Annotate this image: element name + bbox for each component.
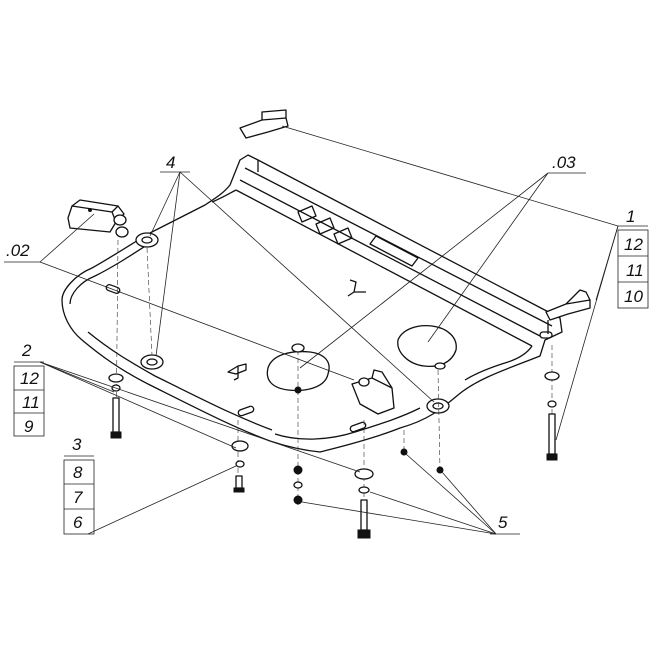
callout-3: 3 8 7 6: [63, 435, 95, 535]
callout-02-label: .02: [6, 241, 30, 260]
callout-03-label: .03: [552, 153, 576, 172]
bracket-top: [239, 109, 289, 139]
bracket-right: [545, 289, 591, 321]
callout-1-label: 1: [626, 207, 635, 226]
callout-2-item-b: 11: [22, 393, 40, 412]
callout-1-item-c: 10: [624, 287, 643, 306]
bracket-left: [67, 199, 129, 238]
clip-small: [227, 363, 247, 381]
leader-lines: [39, 125, 619, 535]
callout-3-item-b: 7: [73, 488, 83, 507]
callout-1-item-a: 12: [624, 235, 643, 254]
callout-2-item-c: 9: [24, 417, 34, 436]
callout-2-label: 2: [21, 341, 32, 360]
callout-03: .03: [548, 153, 586, 174]
callout-3-item-a: 8: [73, 463, 83, 482]
callout-5-label: 5: [498, 513, 508, 532]
callout-5: 5: [490, 513, 520, 535]
clip-bracket-center: [351, 369, 395, 415]
callout-02: .02: [4, 241, 40, 263]
callout-2-item-a: 12: [20, 369, 39, 388]
callout-3-label: 3: [72, 435, 82, 454]
callout-3-item-c: 6: [73, 513, 83, 532]
callout-4: 4: [160, 153, 190, 173]
skid-plate: [61, 154, 563, 453]
callout-1: 1 12 11 10: [617, 207, 649, 309]
callout-2: 2 12 11 9: [13, 341, 45, 437]
callout-1-item-b: 11: [626, 261, 644, 280]
callout-4-label: 4: [166, 153, 175, 172]
